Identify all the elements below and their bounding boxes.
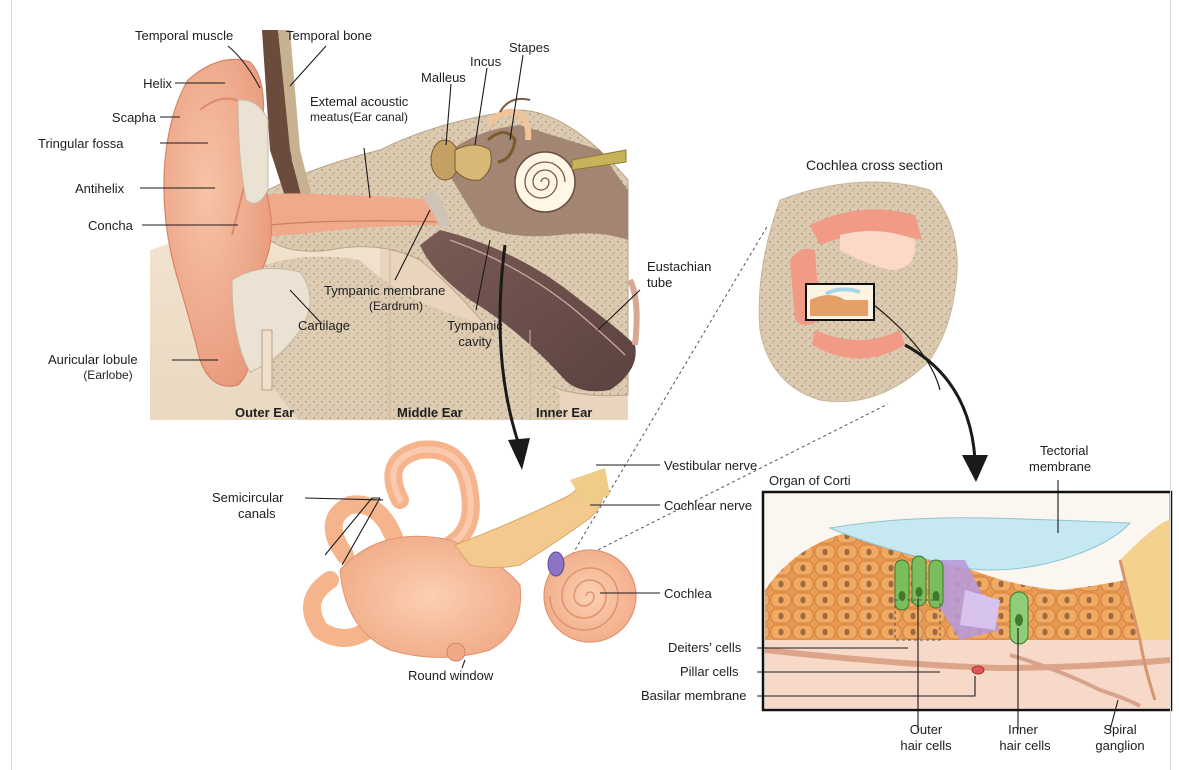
ear-cross-section <box>140 30 640 420</box>
label-malleus: Malleus <box>421 70 466 85</box>
label-semicircular-2: canals <box>238 506 276 521</box>
label-triangular-fossa: Tringular fossa <box>38 136 124 151</box>
label-antihelix: Antihelix <box>75 181 124 196</box>
region-outer-ear: Outer Ear <box>235 405 294 420</box>
label-temporal-bone: Temporal bone <box>286 28 372 43</box>
label-auricular-lobule-1: Auricular lobule <box>48 352 138 367</box>
label-eustachian-2: tube <box>647 275 672 290</box>
label-basilar-membrane: Basilar membrane <box>641 688 747 703</box>
label-auricular-lobule-2: (Earlobe) <box>58 368 158 383</box>
cochlea-cross-section-title: Cochlea cross section <box>806 158 943 173</box>
region-inner-ear: Inner Ear <box>536 405 592 420</box>
label-tympanic-membrane-1: Tympanic membrane <box>324 283 445 298</box>
label-tympanic-cavity-1: Tympanic <box>440 318 510 333</box>
label-cartilage: Cartilage <box>298 318 350 333</box>
label-inner-hair-cells-2: hair cells <box>990 738 1060 753</box>
organ-of-corti-panel <box>757 480 1171 730</box>
label-semicircular-1: Semicircular <box>212 490 284 505</box>
label-cochlea: Cochlea <box>664 586 712 601</box>
label-spiral-ganglion-2: ganglion <box>1085 738 1155 753</box>
inner-ear-labyrinth <box>305 450 660 668</box>
cochlea-cross-section <box>759 182 957 402</box>
organ-of-corti-title: Organ of Corti <box>769 473 851 488</box>
label-inner-hair-cells-1: Inner <box>998 722 1048 737</box>
label-eustachian-1: Eustachian <box>647 259 711 274</box>
label-outer-hair-cells-1: Outer <box>896 722 956 737</box>
label-tectorial-2: membrane <box>1029 459 1091 474</box>
label-cochlear-nerve: Cochlear nerve <box>664 498 752 513</box>
label-round-window: Round window <box>408 668 493 683</box>
label-spiral-ganglion-1: Spiral <box>1090 722 1150 737</box>
region-middle-ear: Middle Ear <box>397 405 463 420</box>
label-scapha: Scapha <box>94 110 156 125</box>
label-tympanic-cavity-2: cavity <box>440 334 510 349</box>
label-outer-hair-cells-2: hair cells <box>891 738 961 753</box>
label-vestibular-nerve: Vestibular nerve <box>664 458 757 473</box>
label-helix: Helix <box>110 76 172 91</box>
label-incus: Incus <box>470 54 501 69</box>
label-stapes: Stapes <box>509 40 549 55</box>
label-tympanic-membrane-2: (Eardrum) <box>356 299 436 314</box>
label-pillar-cells: Pillar cells <box>680 664 739 679</box>
label-temporal-muscle: Temporal muscle <box>135 28 233 43</box>
label-concha: Concha <box>88 218 133 233</box>
label-deiters-cells: Deiters’ cells <box>668 640 741 655</box>
label-tectorial-1: Tectorial <box>1040 443 1088 458</box>
label-external-meatus-2: meatus(Ear canal) <box>310 110 408 125</box>
label-external-meatus-1: Extemal acoustic <box>310 94 408 109</box>
